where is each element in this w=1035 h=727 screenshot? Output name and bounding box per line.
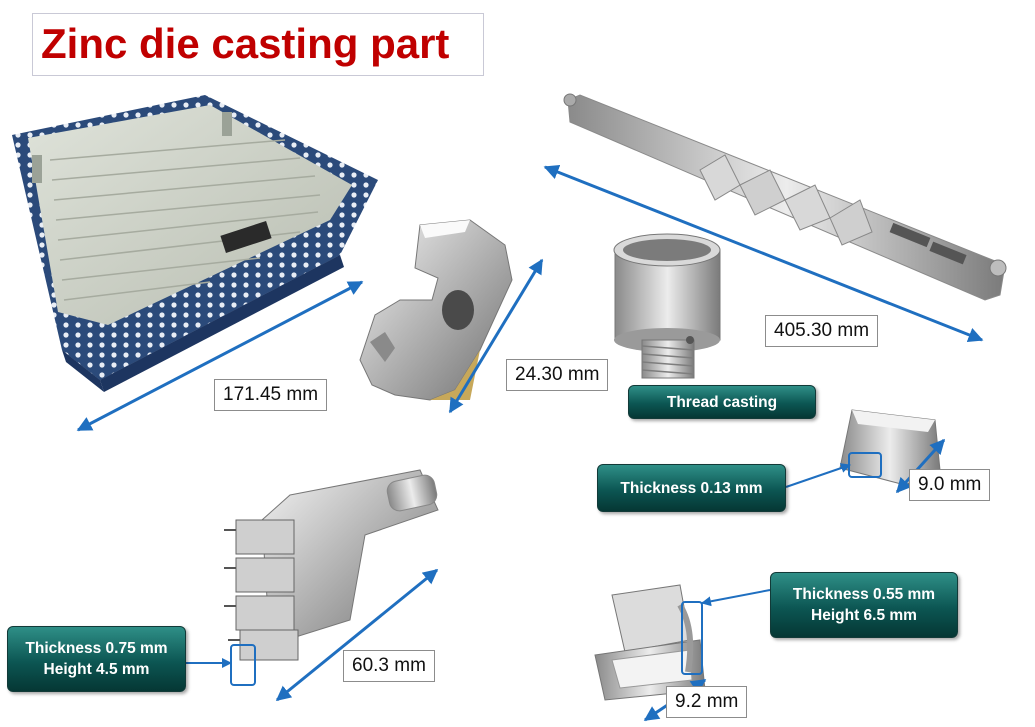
- double-arrow-icon: [76, 280, 364, 432]
- double-arrow-icon: [448, 258, 544, 414]
- clip-height-text: Height 6.5 mm: [811, 607, 917, 624]
- thread-casting-image: [613, 233, 721, 379]
- enclosure-image: [12, 95, 378, 392]
- connector-height-text: Height 4.5 mm: [43, 661, 150, 678]
- shell-width-label: 9.0 mm: [909, 469, 991, 501]
- shell-thickness-callout: Thickness 0.13 mm: [597, 464, 786, 512]
- double-arrow-icon: [543, 164, 984, 343]
- thread-casting-text: Thread casting: [666, 393, 778, 411]
- bracket-length-label: 24.30 mm: [506, 359, 609, 391]
- connector-length-label: 60.3 mm: [343, 650, 435, 682]
- page-title: Zinc die casting part: [41, 20, 450, 67]
- connector-image: [224, 469, 439, 661]
- thread-casting-callout: Thread casting: [628, 385, 816, 419]
- clip-image: [594, 584, 706, 701]
- connector-thickness-text: Thickness 0.75 mm: [25, 640, 168, 657]
- clip-width-label: 9.2 mm: [666, 686, 748, 718]
- rail-length-label: 405.30 mm: [765, 315, 879, 347]
- clip-thickness-text: Thickness 0.55 mm: [792, 586, 936, 603]
- clip-spec-callout: Thickness 0.55 mm Height 6.5 mm: [770, 572, 958, 638]
- double-arrow-icon: [895, 438, 946, 494]
- bracket-image: [359, 219, 513, 401]
- highlight-box-icon: [681, 601, 703, 675]
- title-box: Zinc die casting part: [32, 13, 484, 76]
- pointer-arrow-icon: [785, 463, 851, 488]
- shell-thickness-text: Thickness 0.13 mm: [620, 479, 763, 497]
- pointer-arrow-icon: [701, 589, 771, 607]
- connector-spec-callout: Thickness 0.75 mm Height 4.5 mm: [7, 626, 186, 692]
- enclosure-length-label: 171.45 mm: [214, 379, 328, 411]
- double-arrow-icon: [275, 568, 439, 702]
